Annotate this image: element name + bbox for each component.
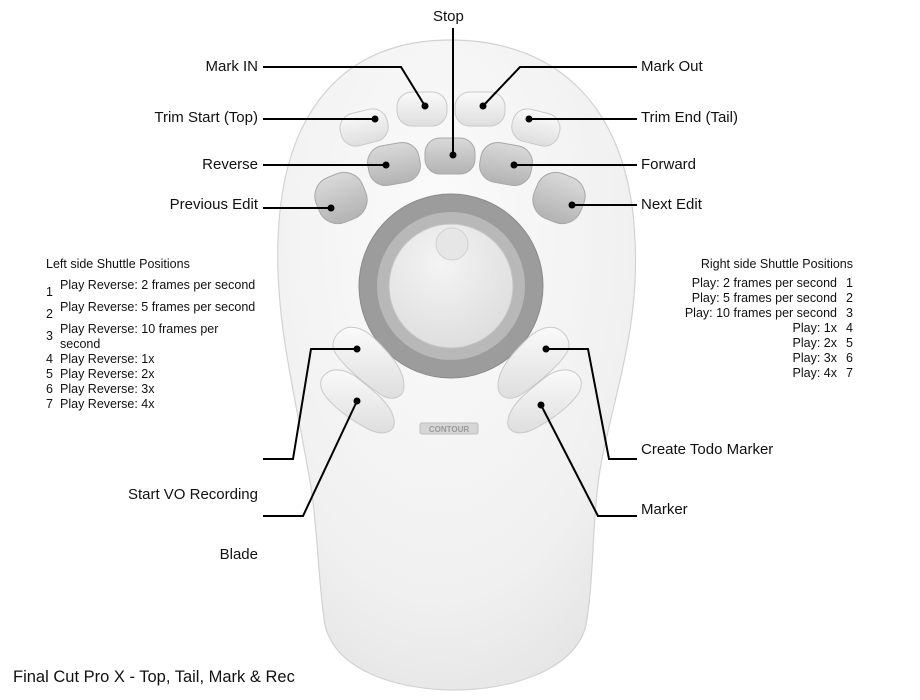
list-item: 6 Play Reverse: 3x: [46, 382, 256, 397]
callout-dots: [327, 102, 576, 409]
left-shuttle-title: Left side Shuttle Positions: [46, 257, 190, 271]
dot-mark-out: [479, 102, 487, 110]
dot-trim-start: [371, 115, 379, 123]
leader-mark-out: [482, 66, 637, 107]
mark-out-key: [454, 91, 506, 127]
right-shuttle-title: Right side Shuttle Positions: [700, 257, 853, 271]
list-item-text: Play Reverse: 1x: [60, 352, 155, 366]
list-item: 4 Play Reverse: 1x: [46, 352, 256, 367]
label-trim-start: Trim Start (Top): [154, 109, 258, 126]
label-previous-edit: Previous Edit: [169, 196, 258, 213]
dot-create-todo: [542, 345, 550, 353]
label-next-edit: Next Edit: [641, 196, 702, 213]
reverse-key: [367, 141, 421, 187]
leader-marker: [540, 404, 637, 517]
list-item-text: Play: 10 frames per second: [684, 306, 837, 320]
list-item-text: Play Reverse: 10 frames per second: [60, 322, 219, 351]
list-item: 2 Play Reverse: 5 frames per second: [46, 300, 256, 322]
label-stop: Stop: [433, 8, 464, 25]
device-logo-plate: [419, 422, 479, 435]
dot-next-edit: [568, 201, 576, 209]
list-item-number: 4: [46, 352, 53, 366]
list-item-number: 6: [846, 351, 853, 365]
dot-previous-edit: [327, 204, 335, 212]
label-mark-out: Mark Out: [641, 58, 703, 75]
list-item-number: 3: [46, 329, 53, 343]
next-edit-key: [532, 171, 586, 225]
list-item-text: Play: 3x: [792, 351, 837, 365]
list-item: 7 Play Reverse: 4x: [46, 397, 256, 412]
list-item-text: Play: 1x: [792, 321, 837, 335]
label-forward: Forward: [641, 156, 697, 173]
list-item-text: Play Reverse: 2x: [60, 367, 155, 381]
list-item-number: 7: [846, 366, 853, 380]
list-item-number: 1: [46, 285, 53, 299]
list-item-text: Play Reverse: 2 frames per second: [60, 278, 256, 292]
list-item-text: Play: 4x: [792, 366, 837, 380]
leader-create-todo: [546, 348, 637, 460]
list-item: 5 Play Reverse: 2x: [46, 367, 256, 382]
list-item-text: Play Reverse: 4x: [60, 397, 155, 411]
list-item-text: Play Reverse: 3x: [60, 382, 155, 396]
leader-blade: [263, 400, 358, 517]
label-trim-end: Trim End (Tail): [641, 109, 738, 126]
list-item-text: Play: 2x: [792, 336, 837, 350]
dot-forward: [510, 161, 518, 169]
label-create-todo-marker: Create Todo Marker: [641, 441, 774, 458]
mark-in-key: [396, 91, 448, 127]
list-item-number: 2: [46, 307, 53, 321]
dot-stop: [449, 151, 457, 159]
list-item-number: 5: [46, 367, 53, 381]
list-item: 1 Play Reverse: 2 frames per second: [46, 278, 256, 300]
dot-trim-end: [525, 115, 533, 123]
list-item-number: 3: [846, 306, 853, 320]
list-item: Play: 5 frames per second 2: [685, 291, 853, 306]
dot-marker: [537, 401, 545, 409]
list-item-number: 4: [846, 321, 853, 335]
dot-reverse: [382, 161, 390, 169]
list-item: Play: 4x 7: [685, 366, 853, 381]
list-item-number: 2: [846, 291, 853, 305]
list-item-text: Play: 2 frames per second: [691, 276, 837, 290]
label-reverse: Reverse: [202, 156, 258, 173]
list-item-text: Play Reverse: 5 frames per second: [60, 300, 256, 314]
dot-mark-in: [421, 102, 429, 110]
list-item-number: 5: [846, 336, 853, 350]
callout-leaders: [263, 28, 637, 517]
right-shuttle-list: Play: 2 frames per second 1 Play: 5 frame…: [685, 276, 853, 381]
list-item: Play: 2 frames per second 1: [685, 276, 853, 291]
forward-key: [479, 141, 533, 187]
device-middle-keys: [314, 137, 586, 225]
leader-mark-in: [263, 66, 426, 107]
label-blade: Blade: [219, 546, 258, 563]
label-mark-in: Mark IN: [205, 58, 259, 75]
jog-wheel: [388, 223, 514, 349]
lower-left-key-upper: [332, 326, 405, 399]
device-lower-keys: [320, 326, 582, 434]
list-item: Play: 2x 5: [685, 336, 853, 351]
jog-dimple: [435, 227, 469, 261]
list-item: Play: 10 frames per second 3: [685, 306, 853, 321]
lower-right-key-upper: [497, 326, 570, 399]
lower-right-key-lower: [507, 369, 582, 434]
list-item-number: 6: [46, 382, 53, 396]
device-logo: CONTOUR: [429, 425, 470, 434]
leader-start-vo: [263, 348, 357, 460]
dot-blade: [353, 397, 361, 405]
list-item: Play: 3x 6: [685, 351, 853, 366]
label-start-vo-recording: Start VO Recording: [127, 486, 258, 503]
list-item: Play: 1x 4: [685, 321, 853, 336]
list-item-number: 7: [46, 397, 53, 411]
page-title: Final Cut Pro X - Top, Tail, Mark & Rec: [13, 668, 295, 686]
dot-start-vo: [353, 345, 361, 353]
label-marker: Marker: [641, 501, 688, 518]
list-item: 3 Play Reverse: 10 frames per second: [46, 322, 256, 352]
list-item-text: Play: 5 frames per second: [691, 291, 837, 305]
list-item-number: 1: [846, 276, 853, 290]
